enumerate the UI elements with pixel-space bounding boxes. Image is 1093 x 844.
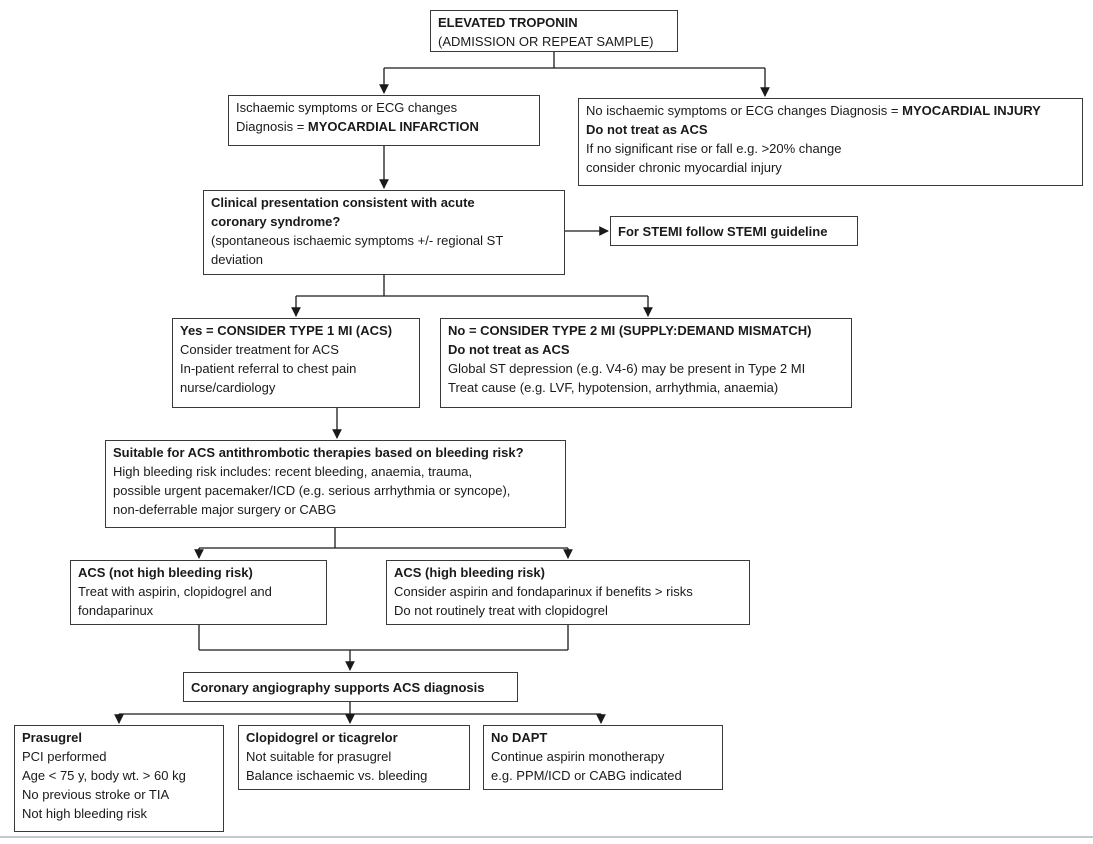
- node-elevated-troponin: ELEVATED TROPONIN (ADMISSION OR REPEAT S…: [430, 10, 678, 52]
- text-line: ELEVATED TROPONIN: [438, 15, 578, 30]
- text-line: In-patient referral to chest pain: [180, 361, 357, 376]
- text-line: No DAPT: [491, 730, 548, 745]
- text-line: Prasugrel: [22, 730, 82, 745]
- text-line: Not suitable for prasugrel: [246, 749, 392, 764]
- page-bottom-divider: [0, 836, 1093, 838]
- node-myocardial-injury: No ischaemic symptoms or ECG changes Dia…: [578, 98, 1083, 186]
- text-line: Do not routinely treat with clopidogrel: [394, 603, 608, 618]
- text-line: No previous stroke or TIA: [22, 787, 170, 802]
- text-line: Consider treatment for ACS: [180, 342, 339, 357]
- text-line: Diagnosis = MYOCARDIAL INFARCTION: [236, 119, 479, 134]
- node-acs-not-high-bleeding-risk: ACS (not high bleeding risk) Treat with …: [70, 560, 327, 625]
- text-line: e.g. PPM/ICD or CABG indicated: [491, 768, 682, 783]
- text-line: No = CONSIDER TYPE 2 MI (SUPPLY:DEMAND M…: [448, 323, 812, 338]
- text-line: ACS (high bleeding risk): [394, 565, 545, 580]
- node-type1-mi: Yes = CONSIDER TYPE 1 MI (ACS) Consider …: [172, 318, 420, 408]
- node-bleeding-risk-question: Suitable for ACS antithrombotic therapie…: [105, 440, 566, 528]
- text-line: Balance ischaemic vs. bleeding: [246, 768, 428, 783]
- text-line: (ADMISSION OR REPEAT SAMPLE): [438, 34, 654, 49]
- text-line: For STEMI follow STEMI guideline: [618, 223, 828, 239]
- node-stemi-guideline: For STEMI follow STEMI guideline: [610, 216, 858, 246]
- text-line: If no significant rise or fall e.g. >20%…: [586, 141, 842, 156]
- text-line: Global ST depression (e.g. V4-6) may be …: [448, 361, 806, 376]
- text-line: possible urgent pacemaker/ICD (e.g. seri…: [113, 483, 511, 498]
- text-line: Do not treat as ACS: [586, 122, 708, 137]
- node-no-dapt: No DAPT Continue aspirin monotherapy e.g…: [483, 725, 723, 790]
- text-line: Yes = CONSIDER TYPE 1 MI (ACS): [180, 323, 393, 338]
- node-type2-mi: No = CONSIDER TYPE 2 MI (SUPPLY:DEMAND M…: [440, 318, 852, 408]
- node-acs-high-bleeding-risk: ACS (high bleeding risk) Consider aspiri…: [386, 560, 750, 625]
- text-line: Do not treat as ACS: [448, 342, 570, 357]
- text-line: Not high bleeding risk: [22, 806, 148, 821]
- text-line: No ischaemic symptoms or ECG changes Dia…: [586, 103, 1041, 118]
- text-line: Clinical presentation consistent with ac…: [211, 195, 475, 210]
- text-line: coronary syndrome?: [211, 214, 341, 229]
- text-line: Continue aspirin monotherapy: [491, 749, 665, 764]
- text-line: nurse/cardiology: [180, 380, 276, 395]
- text-line: High bleeding risk includes: recent blee…: [113, 464, 473, 479]
- text-line: consider chronic myocardial injury: [586, 160, 782, 175]
- text-line: (spontaneous ischaemic symptoms +/- regi…: [211, 233, 504, 248]
- text-line: Consider aspirin and fondaparinux if ben…: [394, 584, 693, 599]
- node-clopidogrel-ticagrelor: Clopidogrel or ticagrelor Not suitable f…: [238, 725, 470, 790]
- node-clinical-presentation: Clinical presentation consistent with ac…: [203, 190, 565, 275]
- text-line: Ischaemic symptoms or ECG changes: [236, 100, 458, 115]
- text-line: deviation: [211, 252, 264, 267]
- text-line: PCI performed: [22, 749, 107, 764]
- text-line: non-deferrable major surgery or CABG: [113, 502, 337, 517]
- text-line: Suitable for ACS antithrombotic therapie…: [113, 445, 524, 460]
- text-line: fondaparinux: [78, 603, 154, 618]
- text-line: Clopidogrel or ticagrelor: [246, 730, 398, 745]
- text-line: Treat with aspirin, clopidogrel and: [78, 584, 272, 599]
- node-coronary-angiography: Coronary angiography supports ACS diagno…: [183, 672, 518, 702]
- text-line: Treat cause (e.g. LVF, hypotension, arrh…: [448, 380, 779, 395]
- node-myocardial-infarction: Ischaemic symptoms or ECG changes Diagno…: [228, 95, 540, 146]
- text-line: ACS (not high bleeding risk): [78, 565, 253, 580]
- text-line: Age < 75 y, body wt. > 60 kg: [22, 768, 186, 783]
- node-prasugrel: Prasugrel PCI performed Age < 75 y, body…: [14, 725, 224, 832]
- text-line: Coronary angiography supports ACS diagno…: [191, 679, 485, 695]
